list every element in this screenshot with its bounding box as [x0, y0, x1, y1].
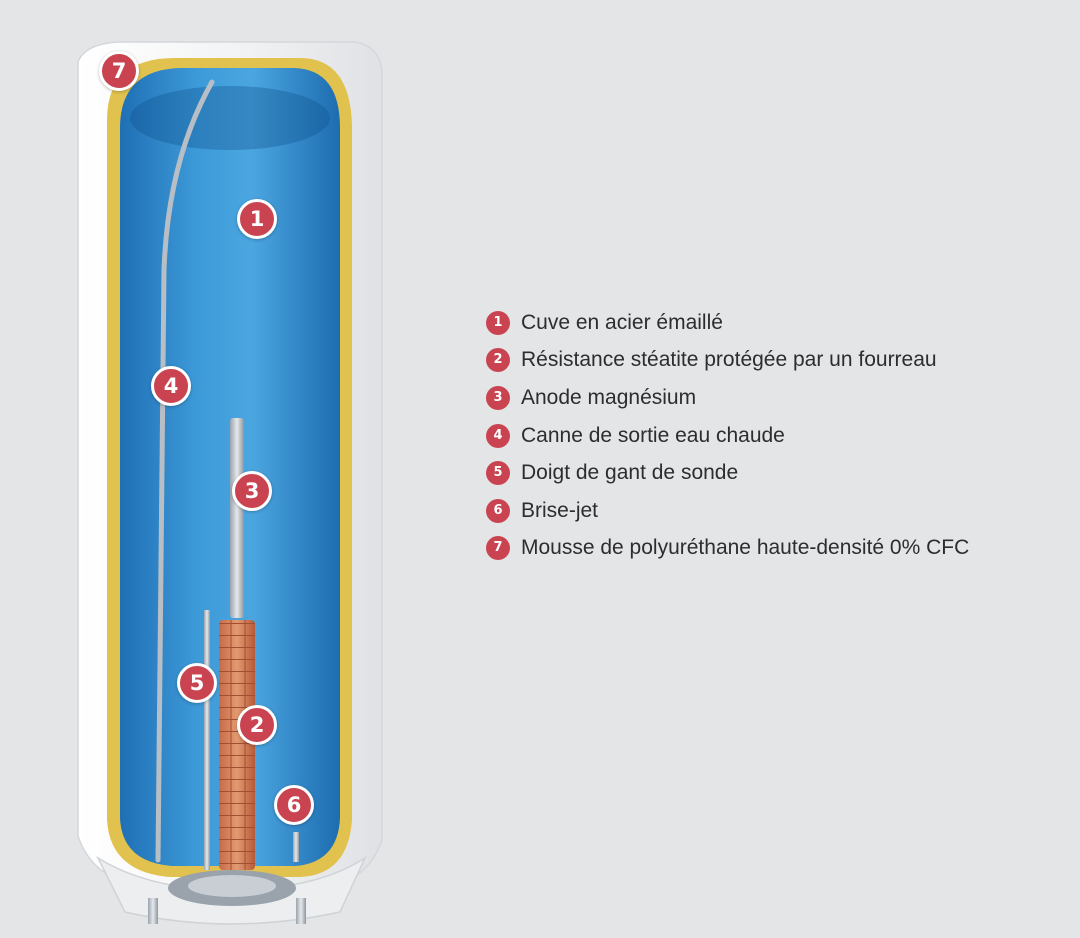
- legend-item-2: 2 Résistance stéatite protégée par un fo…: [486, 342, 1066, 380]
- bottom-pipe-left: [148, 898, 158, 924]
- jet-breaker: [293, 832, 299, 862]
- callout-4: 4: [151, 366, 191, 406]
- legend-number-3: 3: [486, 385, 510, 410]
- legend-number-1: 1: [486, 310, 510, 335]
- callout-2: 2: [237, 705, 277, 745]
- hot-water-outlet-pipe: [155, 79, 215, 863]
- callout-3: 3: [232, 471, 272, 511]
- legend-number-4: 4: [486, 423, 510, 448]
- legend-item-7: 7 Mousse de polyuréthane haute-densité 0…: [486, 530, 1066, 568]
- magnesium-anode: [230, 418, 244, 618]
- legend-number-6: 6: [486, 498, 510, 523]
- legend-item-5: 5 Doigt de gant de sonde: [486, 454, 1066, 492]
- callout-6: 6: [274, 785, 314, 825]
- tank-top-highlight: [130, 86, 330, 150]
- callout-5: 5: [177, 663, 217, 703]
- legend-number-2: 2: [486, 348, 510, 373]
- legend: 1 Cuve en acier émaillé 2 Résistance sté…: [486, 304, 1066, 567]
- legend-label-7: Mousse de polyuréthane haute-densité 0% …: [521, 536, 970, 560]
- legend-item-4: 4 Canne de sortie eau chaude: [486, 417, 1066, 455]
- legend-label-2: Résistance stéatite protégée par un four…: [521, 348, 937, 372]
- callout-1: 1: [237, 199, 277, 239]
- legend-label-1: Cuve en acier émaillé: [521, 310, 723, 334]
- legend-number-7: 7: [486, 536, 510, 561]
- legend-label-3: Anode magnésium: [521, 385, 697, 409]
- legend-item-6: 6 Brise-jet: [486, 492, 1066, 530]
- legend-number-5: 5: [486, 461, 510, 486]
- probe-thermowell: [204, 610, 210, 870]
- bottom-pipe-right: [296, 898, 306, 924]
- legend-label-6: Brise-jet: [521, 498, 599, 522]
- legend-label-4: Canne de sortie eau chaude: [521, 423, 785, 447]
- legend-item-3: 3 Anode magnésium: [486, 379, 1066, 417]
- heating-element-texture: [219, 620, 255, 870]
- legend-item-1: 1 Cuve en acier émaillé: [486, 304, 1066, 342]
- bottom-plate-inner: [188, 875, 276, 897]
- callout-7: 7: [99, 51, 139, 91]
- legend-label-5: Doigt de gant de sonde: [521, 461, 739, 485]
